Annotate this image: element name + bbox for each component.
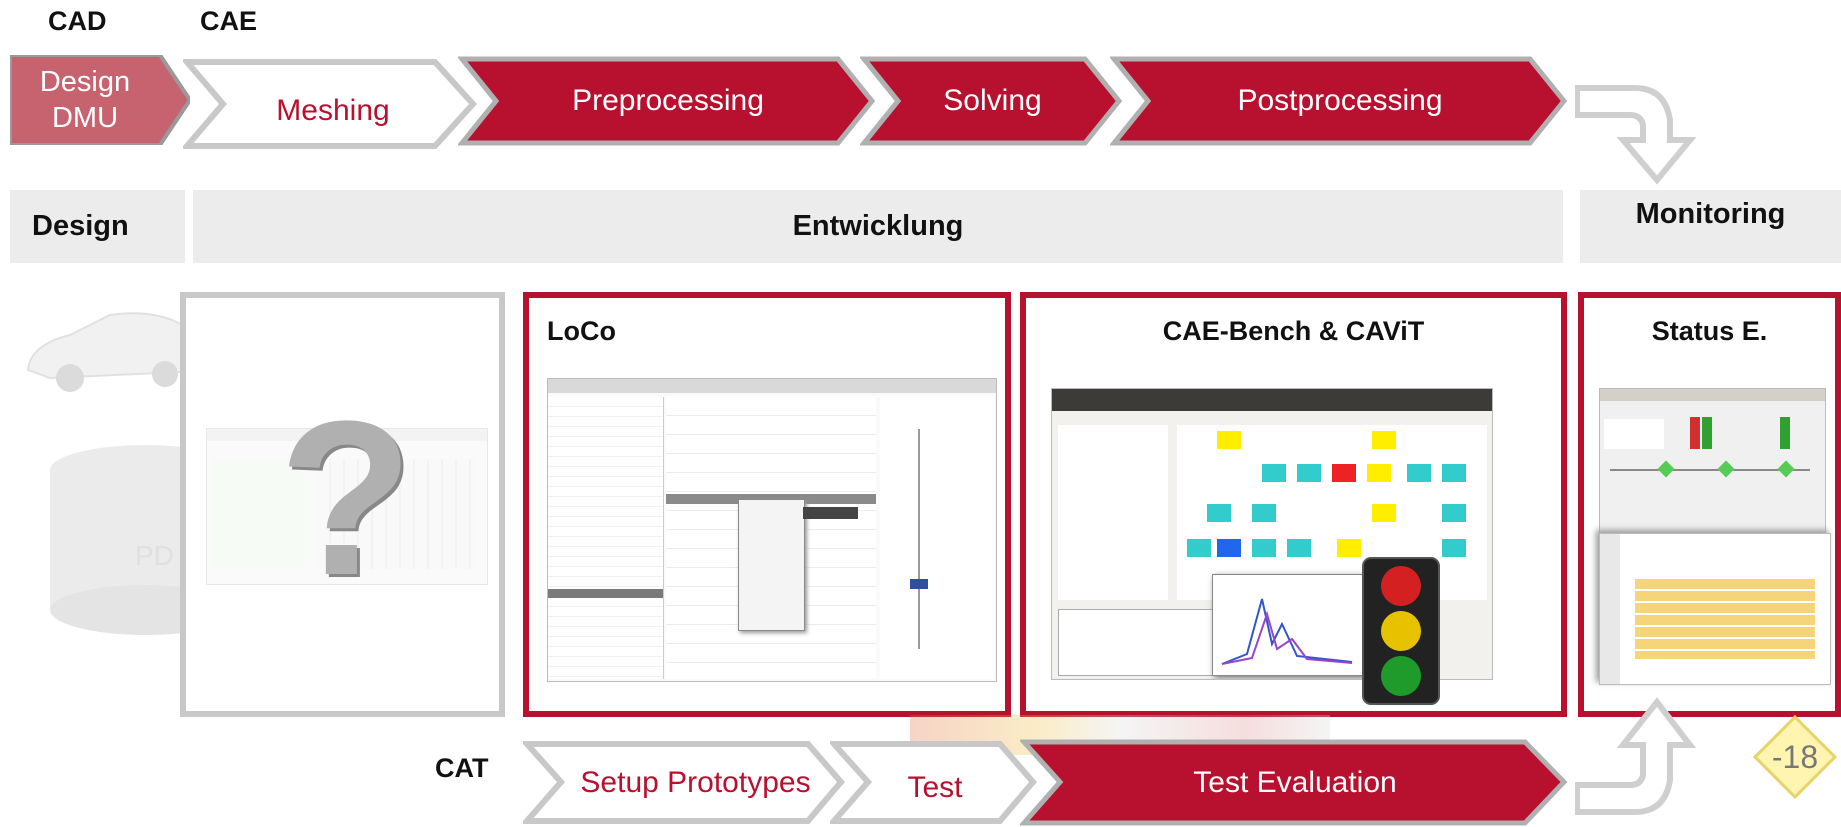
step-label: Test Evaluation (1193, 765, 1397, 799)
panel-title: Status E. (1651, 316, 1768, 346)
phase-design: Design (10, 190, 185, 263)
question-mark-icon: ? (278, 375, 414, 621)
page-number-badge: -18 (1753, 715, 1837, 799)
curved-arrow-down-icon (1575, 85, 1697, 185)
chevron-shape (10, 55, 190, 145)
step-test: Test (830, 740, 1040, 825)
page-number: -18 (1771, 739, 1819, 775)
meshing-screenshot (206, 428, 488, 585)
step-meshing: Meshing (183, 58, 483, 150)
step-label: Preprocessing (572, 84, 764, 117)
step-design-dmu: Design DMU (10, 55, 190, 145)
caebench-panel: CAE-Bench & CAViT (1020, 292, 1567, 717)
phase-monitoring: Monitoring (1580, 190, 1841, 263)
panel-title: CAE-Bench & CAViT (1162, 316, 1425, 346)
chevron-shape (1020, 739, 1568, 826)
step-postprocessing: Postprocessing (1110, 55, 1570, 147)
step-label: Design DMU (39, 66, 131, 134)
step-label: Postprocessing (1237, 84, 1443, 117)
chevron-shape (523, 741, 845, 824)
pdm-label: PD (135, 540, 174, 571)
step-label: Meshing (276, 94, 390, 127)
traffic-light-icon (1362, 557, 1440, 705)
status-panel: Status E. (1578, 292, 1841, 717)
phase-entwicklung: Entwicklung (193, 190, 1563, 263)
step-label: Solving (943, 84, 1042, 117)
chevron-shape (458, 56, 876, 146)
step-setup-prototypes: Setup Prototypes (523, 740, 848, 825)
meshing-panel: ? (180, 292, 505, 717)
step-label: Setup Prototypes (580, 765, 811, 799)
status-document (1599, 533, 1831, 685)
step-preprocessing: Preprocessing (458, 55, 878, 147)
cat-header: CAT (435, 753, 489, 783)
chevron-shape (860, 56, 1123, 146)
step-test-evaluation: Test Evaluation (1020, 738, 1570, 827)
cae-header: CAE (200, 6, 258, 36)
chevron-shape (1110, 56, 1568, 146)
panel-title: LoCo (547, 316, 616, 346)
car-illustration (26, 312, 200, 392)
curved-arrow-up-icon (1575, 697, 1697, 815)
phase-label: Entwicklung (792, 210, 964, 242)
phase-label: Design (32, 210, 129, 242)
chevron-shape (830, 741, 1037, 824)
cad-header: CAD (48, 6, 107, 36)
cavit-screenshot (1051, 388, 1493, 680)
step-label: Test (907, 770, 963, 804)
diamond-shape (1753, 715, 1837, 799)
phase-label: Monitoring (1635, 198, 1786, 230)
step-solving: Solving (860, 55, 1125, 147)
loco-panel: LoCo (523, 292, 1011, 717)
chevron-shape (183, 59, 478, 149)
loco-screenshot (547, 378, 997, 682)
